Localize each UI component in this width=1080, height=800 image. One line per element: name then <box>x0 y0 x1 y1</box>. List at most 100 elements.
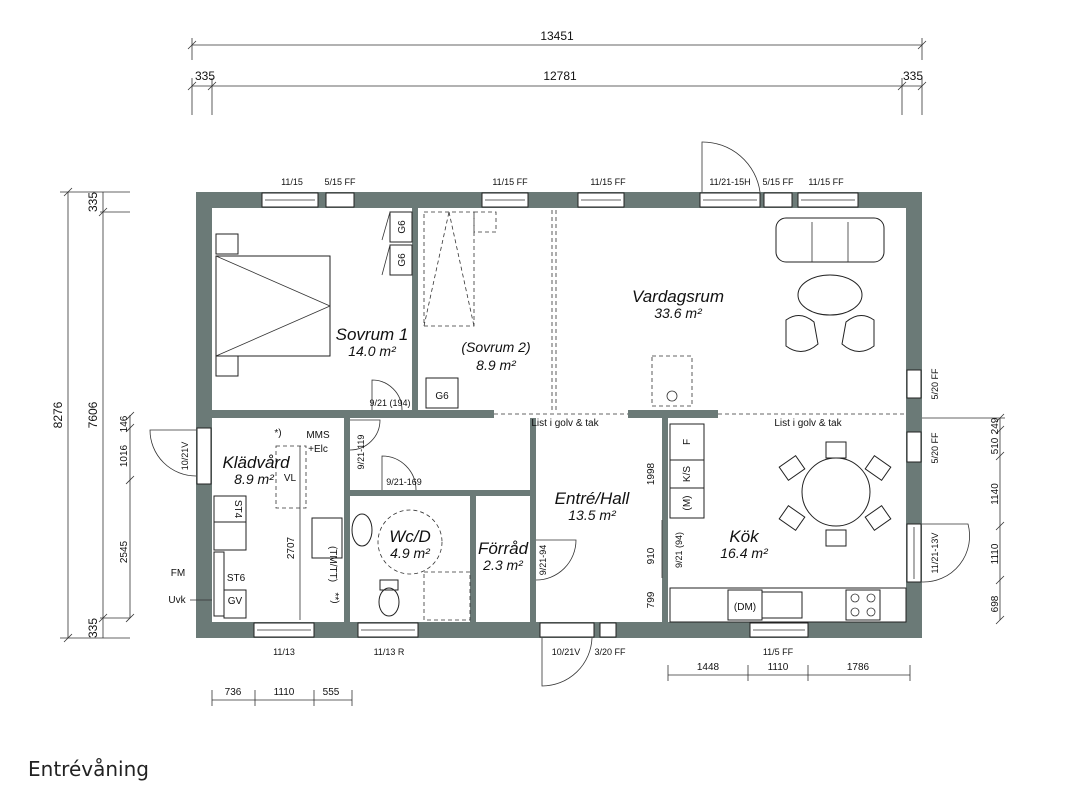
g6-label-b: G6 <box>397 253 408 267</box>
bathroom-fixtures <box>351 509 471 621</box>
room-name-kladvard: Klädvård <box>222 453 290 472</box>
dim-left-146: 146 <box>119 415 130 432</box>
window-label-14: 3/20 FF <box>594 647 626 657</box>
window-label-9: 5/20 FF <box>930 432 940 464</box>
interior-walls <box>212 208 718 622</box>
room-name-vardagsrum: Vardagsrum <box>632 287 724 306</box>
window-label-12: 11/13 R <box>374 647 405 657</box>
starstar-label: **) <box>329 592 340 603</box>
window-label-7: 11/15 FF <box>808 177 844 187</box>
fireplace <box>651 355 693 407</box>
gv-label: GV <box>228 596 243 607</box>
f-label: F <box>682 439 693 445</box>
list-label-1: List i golv & tak <box>531 418 599 429</box>
room-name-kok: Kök <box>729 527 760 546</box>
dim-right-249: 249 <box>990 417 1001 434</box>
room-area-kladvard: 8.9 m² <box>234 471 275 487</box>
windows-bottom: 11/13 11/13 R 10/21V 3/20 FF 11/5 FF <box>253 622 809 687</box>
room-area-forrad: 2.3 m² <box>482 557 524 573</box>
room-area-wcd: 4.9 m² <box>390 545 431 561</box>
room-area-entre: 13.5 m² <box>568 507 617 523</box>
g6-label-c: G6 <box>435 391 449 402</box>
window-label-2: 5/15 FF <box>324 177 356 187</box>
door-label-2: 9/21-119 <box>356 435 366 470</box>
dim-left-bottom: 335 <box>86 618 100 638</box>
window-label-3: 11/15 FF <box>492 177 528 187</box>
vl-label: VL <box>284 473 297 484</box>
st6-label: ST6 <box>227 573 246 584</box>
mms-label: MMS <box>306 430 330 441</box>
dim-inner-910: 910 <box>646 547 657 564</box>
list-label-2: List i golv & tak <box>774 418 842 429</box>
kitchen-tall-units: F K/S (M) <box>669 423 705 519</box>
dim-top-mid: 12781 <box>543 69 577 83</box>
door-label-3: 9/21-169 <box>386 477 422 487</box>
window-label-4: 11/15 FF <box>590 177 626 187</box>
bed-double <box>215 233 331 377</box>
window-label-11: 11/13 <box>273 647 295 657</box>
dim-bottom-1110b: 1110 <box>768 662 789 673</box>
dim-left-1016: 1016 <box>119 444 130 467</box>
windows-top: 11/15 5/15 FF 11/15 FF 11/15 FF 11/21-15… <box>261 141 859 208</box>
dim-bottom-555: 555 <box>323 687 340 698</box>
room-labels: Sovrum 1 14.0 m² (Sovrum 2) 8.9 m² Varda… <box>222 287 769 573</box>
window-label-16: 10/21V <box>180 442 190 471</box>
dim-left-top: 335 <box>86 192 100 212</box>
window-label-1: 11/15 <box>281 177 303 187</box>
windows-right: 5/20 FF 5/20 FF 11/21-13V <box>906 368 970 583</box>
dim-bottom-1448: 1448 <box>697 662 720 673</box>
wardrobe-g6-2: G6 <box>425 377 459 409</box>
sofa <box>775 217 885 263</box>
dim-right-698: 698 <box>990 595 1001 612</box>
dining-table <box>778 441 892 547</box>
ks-label: K/S <box>682 466 693 482</box>
dim-right-1110: 1110 <box>990 543 1001 564</box>
room-name-wcd: Wc/D <box>389 527 431 546</box>
dim-left-2545: 2545 <box>119 540 130 563</box>
window-label-13: 10/21V <box>552 647 581 657</box>
dim-right-1140: 1140 <box>990 483 1001 505</box>
room-name-entre: Entré/Hall <box>555 489 631 508</box>
room-name-sovrum2: (Sovrum 2) <box>461 339 530 355</box>
plan-title: Entrévåning <box>28 757 149 781</box>
dim-top-left: 335 <box>195 69 215 83</box>
dim-bottom-736: 736 <box>225 687 242 698</box>
door-label-5: 9/21 (94) <box>674 532 684 568</box>
dim-left-total: 8276 <box>51 401 65 428</box>
left-dimensions: 8276 335 7606 335 146 1016 2545 <box>51 187 135 643</box>
dm-label: (DM) <box>734 602 756 613</box>
top-dimensions: 13451 335 12781 335 <box>187 29 927 115</box>
window-label-5: 11/21-15H <box>709 177 750 187</box>
dim-left-inner: 7606 <box>86 401 100 428</box>
uvk-label: Uvk <box>168 595 186 606</box>
door-label-4: 9/21-94 <box>538 545 548 576</box>
interior-doors: 9/21 (194) 9/21-119 9/21-169 9/21-94 9/2… <box>349 379 684 581</box>
entrance-door-left: 10/21V <box>149 427 212 485</box>
dim-top-right: 335 <box>903 69 923 83</box>
dim-inner-1998: 1998 <box>646 462 657 485</box>
wardrobe-g6: G6 G6 <box>381 211 413 276</box>
bottom-dimensions: 736 1110 555 1448 1110 1786 <box>211 662 911 706</box>
elc-label: +Elc <box>308 444 328 455</box>
dim-inner-799: 799 <box>646 591 657 608</box>
bed-single <box>423 211 497 327</box>
room-area-kok: 16.4 m² <box>720 545 769 561</box>
kitchen-counter: (DM) <box>669 587 907 623</box>
fm-label: FM <box>171 568 185 579</box>
dim-bottom-1786: 1786 <box>847 662 870 673</box>
room-name-sovrum1: Sovrum 1 <box>336 325 409 344</box>
tmtt-label: (TM/TT) <box>327 546 338 582</box>
laundry-area: ST4 ST6 GV FM Uvk *) MMS +Elc VL (TM/TT)… <box>168 428 343 620</box>
dim-bottom-1110a: 1110 <box>274 687 295 698</box>
armchairs <box>785 315 875 352</box>
dim-top-total: 13451 <box>540 29 574 43</box>
coffee-table <box>797 274 863 316</box>
window-label-6: 5/15 FF <box>762 177 794 187</box>
window-label-15: 11/5 FF <box>763 647 794 657</box>
room-area-sovrum1: 14.0 m² <box>348 343 397 359</box>
room-area-vardagsrum: 33.6 m² <box>654 305 703 321</box>
dim-inner-2707: 2707 <box>286 536 297 559</box>
window-label-10: 11/21-13V <box>930 533 940 574</box>
m-label: (M) <box>682 496 693 511</box>
star-label: *) <box>274 428 281 439</box>
